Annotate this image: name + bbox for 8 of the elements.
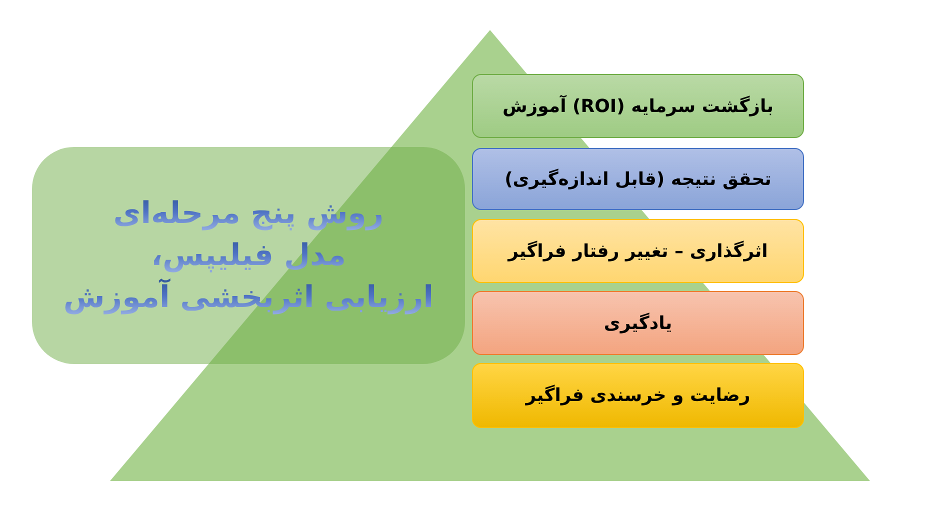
level-label: بازگشت سرمایه (ROI) آموزش — [501, 96, 775, 116]
level-box — [472, 74, 804, 138]
level-label: تحقق نتیجه (قابل اندازه‌گیری) — [504, 168, 772, 190]
level-label: رضایت و خرسندی فراگیر — [524, 385, 752, 406]
level-label: یادگیری — [602, 312, 674, 334]
title-panel — [32, 147, 465, 364]
level-box — [472, 148, 804, 210]
level-label: اثرگذاری – تغییر رفتار فراگیر — [506, 240, 769, 262]
